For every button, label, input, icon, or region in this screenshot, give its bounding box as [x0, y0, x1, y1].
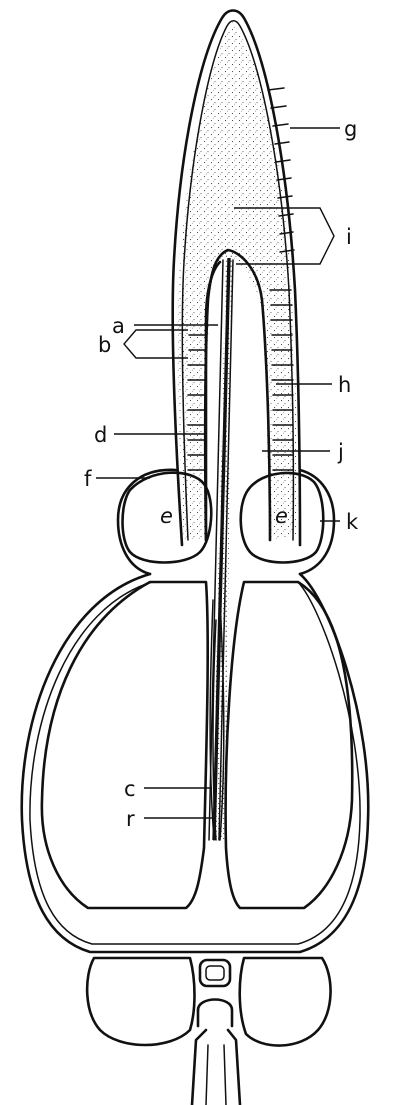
label-r: r: [126, 807, 135, 831]
label-k: k: [346, 510, 359, 534]
label-h: h: [338, 373, 351, 397]
label-j: j: [337, 440, 344, 464]
central-shaft: [209, 255, 233, 840]
label-d: d: [94, 423, 107, 447]
center-arch: [198, 1000, 232, 1027]
lower-segments: [87, 958, 330, 1105]
spike-groove: [205, 250, 270, 540]
label-e-right: e: [275, 504, 288, 528]
main-body: [22, 574, 369, 952]
center-block: [200, 960, 230, 986]
label-e-left: e: [160, 504, 173, 528]
lobe-right: [226, 582, 353, 908]
label-i: i: [346, 225, 352, 249]
segment-right: [240, 958, 331, 1046]
segment-left: [87, 958, 194, 1045]
stalk: [192, 1030, 206, 1105]
body-outline-inner: [30, 582, 360, 944]
label-g: g: [344, 117, 357, 141]
spike: [173, 11, 300, 546]
lobe-left: [42, 582, 208, 908]
label-b: b: [98, 333, 111, 357]
label-a: a: [112, 314, 125, 338]
label-c: c: [124, 777, 136, 801]
label-f: f: [84, 467, 92, 491]
